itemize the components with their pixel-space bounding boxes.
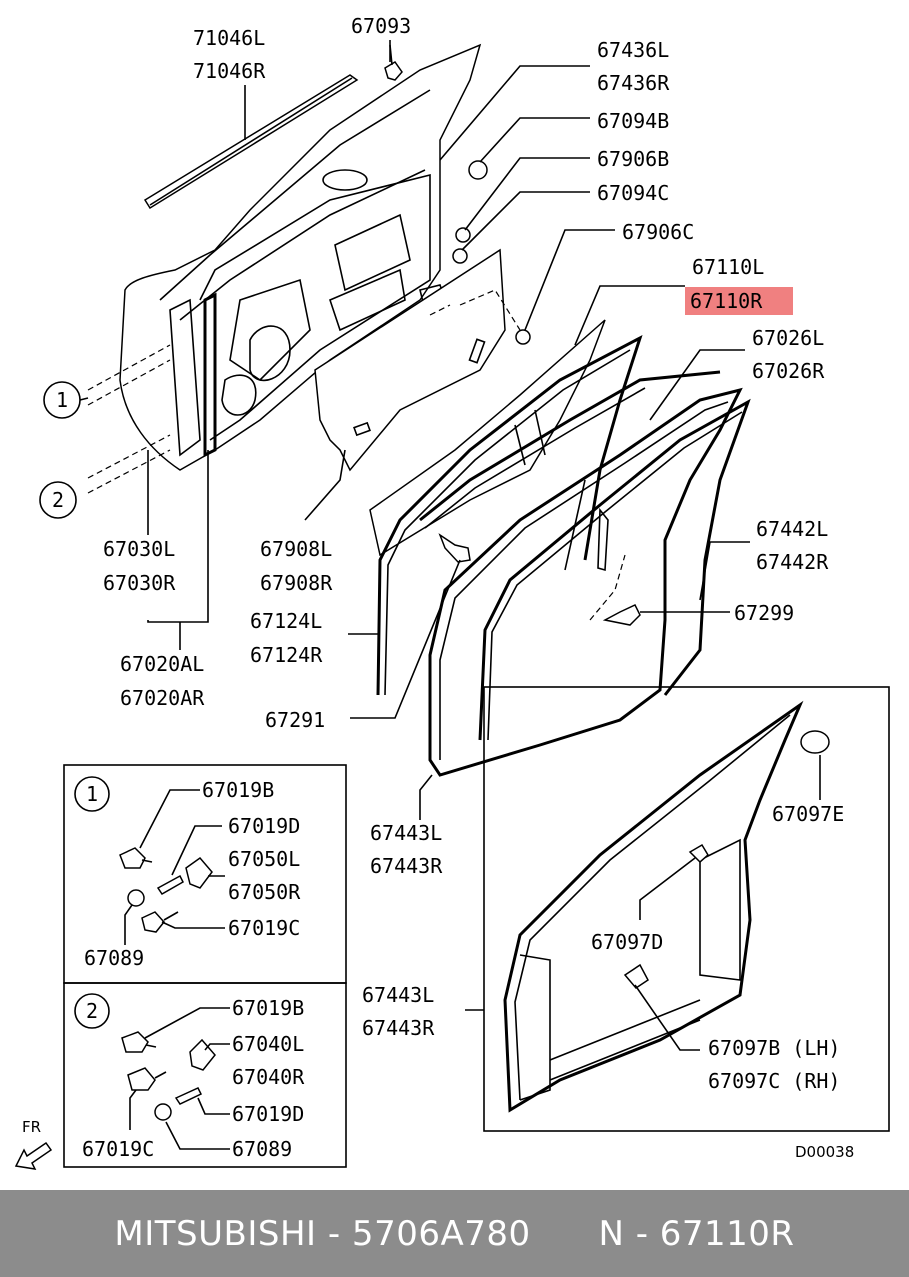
svg-text:67019D: 67019D bbox=[232, 1102, 304, 1126]
weatherstrip-67443 bbox=[428, 387, 743, 777]
label-67443l-bottom: 67443L bbox=[362, 983, 434, 1007]
label-67436l: 67436L bbox=[597, 38, 669, 62]
svg-text:67050R: 67050R bbox=[228, 880, 301, 904]
label-67299: 67299 bbox=[734, 601, 794, 625]
svg-text:67019C: 67019C bbox=[82, 1137, 154, 1161]
svg-text:67050L: 67050L bbox=[228, 847, 300, 871]
weatherstrip-67442 bbox=[478, 398, 751, 741]
weatherstrip-67026 bbox=[419, 370, 721, 529]
grommet-67094c bbox=[452, 248, 468, 264]
svg-text:67040L: 67040L bbox=[232, 1032, 304, 1056]
label-67291: 67291 bbox=[265, 708, 325, 732]
label-67906c: 67906C bbox=[622, 220, 694, 244]
part-labels: 71046L 71046R 67093 67436L 67436R 67094B… bbox=[103, 14, 844, 1093]
footer-part-info: MITSUBISHI - 5706A780 N - 67110R bbox=[114, 1213, 795, 1254]
label-67026l: 67026L bbox=[752, 326, 824, 350]
detail-box-1: 1 67019B 67019D 67050L 67050R 67019C 670… bbox=[63, 764, 347, 984]
leader-lines bbox=[147, 40, 821, 1051]
label-67442r: 67442R bbox=[756, 550, 829, 574]
label-67110l: 67110L bbox=[692, 255, 764, 279]
callout-1-main: 1 bbox=[43, 344, 171, 419]
svg-text:2: 2 bbox=[52, 488, 64, 512]
label-67443r-bottom: 67443R bbox=[362, 1016, 435, 1040]
belt-molding bbox=[143, 74, 359, 210]
svg-text:67089: 67089 bbox=[84, 946, 144, 970]
label-67097c-rh: 67097C (RH) bbox=[708, 1069, 840, 1093]
label-67124l: 67124L bbox=[250, 609, 322, 633]
grommet-67906c bbox=[515, 329, 531, 345]
sealing-screen bbox=[314, 248, 521, 472]
svg-text:67040R: 67040R bbox=[232, 1065, 305, 1089]
callout-2-main: 2 bbox=[39, 434, 171, 519]
label-71046r: 71046R bbox=[193, 59, 266, 83]
label-67094c: 67094C bbox=[597, 181, 669, 205]
label-67442l: 67442L bbox=[756, 517, 828, 541]
label-67030r: 67030R bbox=[103, 571, 176, 595]
highlight-67110r bbox=[685, 287, 793, 315]
svg-text:67019D: 67019D bbox=[228, 814, 300, 838]
svg-text:2: 2 bbox=[86, 999, 98, 1023]
bolt-67291 bbox=[438, 533, 471, 563]
window-regulator bbox=[589, 507, 626, 621]
svg-text:1: 1 bbox=[56, 388, 68, 412]
label-67110r: 67110R bbox=[690, 289, 763, 313]
svg-text:67019B: 67019B bbox=[202, 778, 274, 802]
weatherstrip-detail-box bbox=[483, 686, 890, 1132]
svg-text:67089: 67089 bbox=[232, 1137, 292, 1161]
label-67124r: 67124R bbox=[250, 643, 323, 667]
weatherstrip-detail bbox=[503, 700, 830, 1113]
label-71046l: 71046L bbox=[193, 26, 265, 50]
label-67026r: 67026R bbox=[752, 359, 825, 383]
label-67097d: 67097D bbox=[591, 930, 663, 954]
bolt-67299 bbox=[602, 604, 641, 626]
clip-67093 bbox=[384, 44, 403, 81]
label-67097e: 67097E bbox=[772, 802, 844, 826]
front-direction-indicator: FR bbox=[14, 1118, 53, 1170]
footer-bar: MITSUBISHI - 5706A780 N - 67110R bbox=[0, 1190, 909, 1277]
grommet-67094b bbox=[468, 160, 488, 180]
fr-arrow-icon bbox=[14, 1141, 53, 1170]
label-67443l-top: 67443L bbox=[370, 821, 442, 845]
svg-text:67019B: 67019B bbox=[232, 996, 304, 1020]
label-67093: 67093 bbox=[351, 14, 411, 38]
label-67020al: 67020AL bbox=[120, 652, 204, 676]
label-67908r: 67908R bbox=[260, 571, 333, 595]
label-67906b: 67906B bbox=[597, 147, 669, 171]
detail-box-2: 2 67019B 67040L 67040R 67019D 67019C 670… bbox=[63, 982, 347, 1168]
fr-label: FR bbox=[22, 1118, 41, 1136]
svg-text:67019C: 67019C bbox=[228, 916, 300, 940]
drawing-code: D00038 bbox=[795, 1143, 854, 1161]
label-67908l: 67908L bbox=[260, 537, 332, 561]
label-67030l: 67030L bbox=[103, 537, 175, 561]
label-67094b: 67094B bbox=[597, 109, 669, 133]
parts-diagram: 1 2 71046L 71046R 67093 bbox=[14, 14, 890, 1170]
label-67436r: 67436R bbox=[597, 71, 670, 95]
svg-text:1: 1 bbox=[86, 782, 98, 806]
label-67443r-top: 67443R bbox=[370, 854, 443, 878]
label-67020ar: 67020AR bbox=[120, 686, 205, 710]
label-67097b-lh: 67097B (LH) bbox=[708, 1036, 840, 1060]
grommet-67906b bbox=[455, 227, 471, 243]
